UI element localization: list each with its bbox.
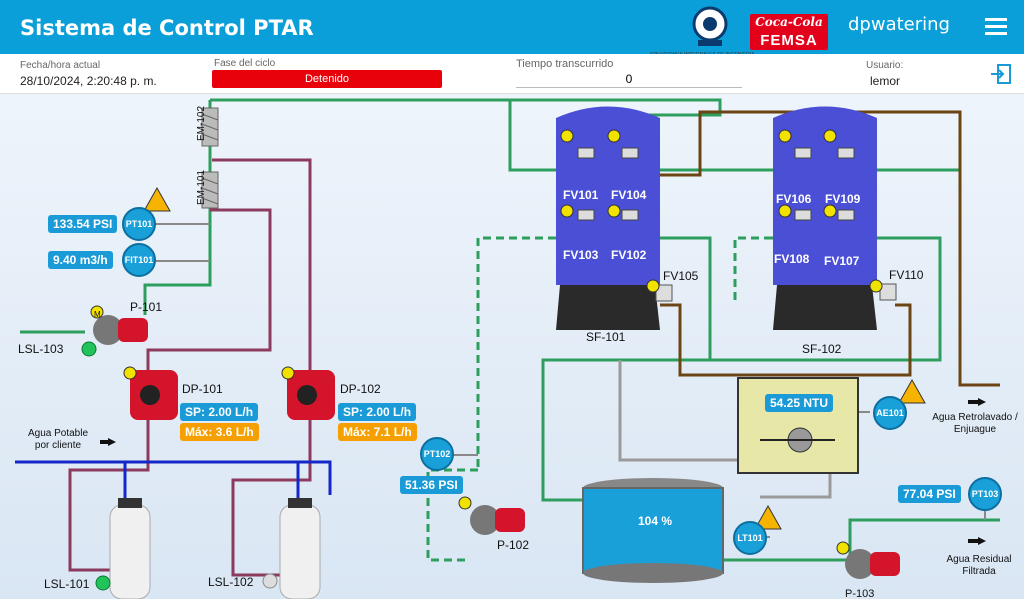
fv104-label: FV104 bbox=[611, 188, 647, 202]
elapsed-value: 0 bbox=[516, 70, 742, 88]
storage-tank-icon bbox=[582, 478, 724, 583]
tank-level-value: 104 % bbox=[638, 514, 673, 528]
user-value: lemor bbox=[870, 74, 901, 88]
flowmeter-em102-icon bbox=[201, 107, 219, 147]
fv101-label: FV101 bbox=[563, 188, 599, 202]
flowmeter-em101-icon bbox=[201, 171, 219, 209]
pt102-value: 51.36 PSI bbox=[400, 476, 463, 494]
phase-status-badge: Detenido bbox=[212, 70, 442, 88]
em102-label: EM-102 bbox=[196, 105, 208, 142]
lsl101-label: LSL-101 bbox=[44, 577, 90, 591]
hamburger-menu-icon[interactable] bbox=[985, 18, 1007, 38]
app-header: Sistema de Control PTAR Coca-Cola FEMSA … bbox=[0, 0, 1024, 54]
turbidity-value: 54.25 NTU bbox=[765, 394, 834, 412]
potable-water-label: Agua Potable por cliente bbox=[27, 428, 89, 451]
dp102-max: Máx: 7.1 L/h bbox=[338, 423, 417, 441]
sf102-label: SF-102 bbox=[802, 342, 842, 356]
fv106-label: FV106 bbox=[776, 192, 812, 206]
datetime-value: 28/10/2024, 2:20:48 p. m. bbox=[20, 74, 157, 88]
chemical-tank-lsl102-icon bbox=[279, 498, 321, 599]
datetime-label: Fecha/hora actual bbox=[20, 60, 101, 71]
pt103-transmitter[interactable]: PT103 bbox=[968, 477, 1002, 511]
sf101-label: SF-101 bbox=[586, 330, 626, 344]
p101-label: P-101 bbox=[130, 300, 163, 314]
pump-p103-icon bbox=[845, 549, 900, 579]
fit101-transmitter[interactable]: FIT101 bbox=[122, 243, 156, 277]
chemical-tank-lsl101-icon bbox=[109, 498, 151, 599]
logout-icon[interactable] bbox=[990, 64, 1012, 84]
fv105-label: FV105 bbox=[663, 269, 699, 283]
engineering-logo-icon bbox=[692, 6, 728, 46]
fv110-label: FV110 bbox=[889, 268, 924, 282]
dosing-pump-dp101-icon bbox=[130, 370, 178, 420]
pump-p102-icon bbox=[470, 505, 525, 535]
dp102-setpoint: SP: 2.00 L/h bbox=[338, 403, 417, 421]
pt103-value: 77.04 PSI bbox=[898, 485, 961, 503]
lsl102-indicator-icon bbox=[262, 573, 278, 589]
filtered-water-label: Agua Residual Filtrada bbox=[946, 554, 1012, 577]
lt101-transmitter[interactable]: LT101 bbox=[733, 521, 767, 555]
turbidimeter-panel-icon bbox=[737, 377, 859, 474]
fv108-label: FV108 bbox=[774, 252, 810, 266]
backwash-water-label: Agua Retrolavado / Enjuague bbox=[932, 412, 1018, 435]
info-bar bbox=[0, 54, 1024, 94]
dp101-setpoint: SP: 2.00 L/h bbox=[180, 403, 259, 421]
dp101-label: DP-101 bbox=[182, 382, 223, 396]
lsl101-indicator-icon bbox=[95, 575, 111, 591]
p102-label: P-102 bbox=[497, 538, 530, 552]
pt102-transmitter[interactable]: PT102 bbox=[420, 437, 454, 471]
dosing-pump-dp102-icon bbox=[287, 370, 335, 420]
valve-fv110-icon bbox=[879, 283, 897, 301]
fv103-label: FV103 bbox=[563, 248, 599, 262]
fv109-label: FV109 bbox=[825, 192, 861, 206]
lsl102-label: LSL-102 bbox=[208, 575, 254, 589]
fit101-value: 9.40 m3/h bbox=[48, 251, 113, 269]
lsl103-indicator-icon bbox=[81, 341, 97, 357]
arrow-icon bbox=[100, 398, 986, 545]
phase-label: Fase del ciclo bbox=[214, 58, 276, 69]
app-title: Sistema de Control PTAR bbox=[20, 16, 314, 40]
warning-icon bbox=[143, 186, 926, 530]
pt101-transmitter[interactable]: PT101 bbox=[122, 207, 156, 241]
pump-p101-icon bbox=[93, 315, 148, 345]
fv107-label: FV107 bbox=[824, 254, 860, 268]
dp101-max: Máx: 3.6 L/h bbox=[180, 423, 259, 441]
elapsed-label: Tiempo transcurrido bbox=[516, 58, 614, 70]
pt101-value: 133.54 PSI bbox=[48, 215, 118, 233]
ae101-analyzer[interactable]: AE101 bbox=[873, 396, 907, 430]
fv102-label: FV102 bbox=[611, 248, 647, 262]
dpwatering-logo: dpwatering bbox=[848, 14, 950, 35]
lsl103-label: LSL-103 bbox=[18, 342, 64, 356]
valve-fv105-icon bbox=[655, 284, 673, 302]
user-label: Usuario: bbox=[866, 60, 904, 71]
dp102-label: DP-102 bbox=[340, 382, 381, 396]
p103-label: P-103 bbox=[845, 588, 875, 600]
em101-label: EM-101 bbox=[196, 169, 208, 206]
coca-cola-femsa-logo: Coca-Cola FEMSA bbox=[750, 14, 828, 50]
